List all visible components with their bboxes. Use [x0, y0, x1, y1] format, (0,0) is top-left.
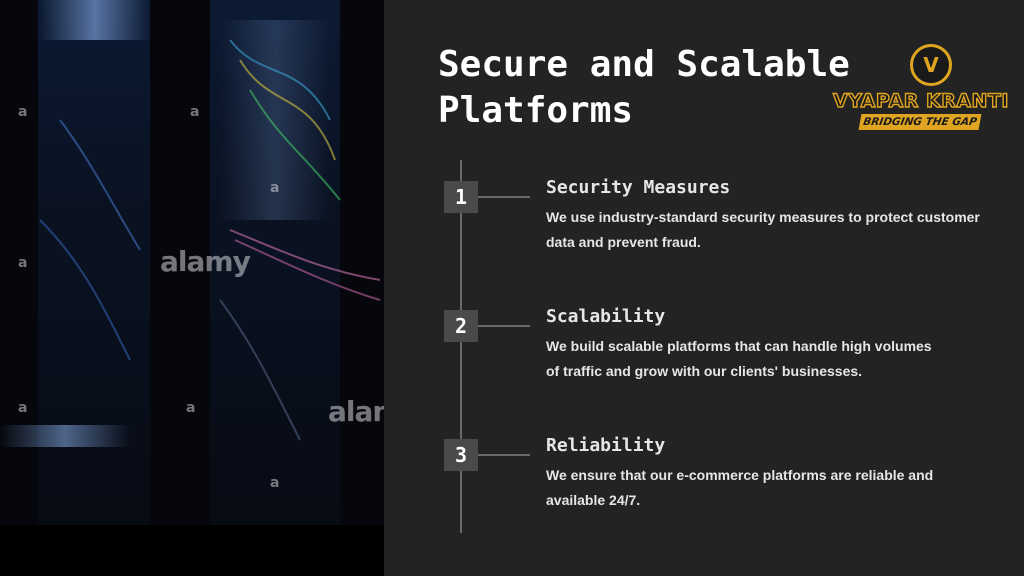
timeline-line	[460, 160, 462, 533]
step-2-connector	[478, 325, 530, 327]
step-2-text: We build scalable platforms that can han…	[546, 338, 932, 379]
step-1-heading: Security Measures	[546, 177, 731, 198]
step-3-number: 3	[444, 439, 478, 471]
rack-frame-center	[150, 0, 210, 525]
step-1-connector	[478, 196, 530, 198]
logo-name: VYAPAR KRANTI	[832, 89, 1009, 112]
logo-emblem: V	[910, 44, 952, 86]
rack-light-top	[40, 0, 150, 40]
company-logo: V VYAPAR KRANTI BRIDGING THE GAP	[812, 32, 1022, 137]
watermark-center: alamy	[160, 245, 251, 278]
cable-lines	[39, 39, 381, 441]
watermark-small-1: a	[18, 104, 28, 120]
watermark-small-5: a	[186, 400, 196, 416]
watermark-small-7: a	[270, 180, 280, 196]
step-2-number: 2	[444, 310, 478, 342]
rack-frame-right	[340, 0, 384, 525]
step-2-heading: Scalability	[546, 306, 666, 327]
watermark-bottom-right: alamy	[328, 395, 384, 428]
server-rack-photo: alamy alamy a a a a a a a	[0, 0, 384, 525]
step-1-text: We use industry-standard security measur…	[546, 209, 980, 250]
step-1-number: 1	[444, 181, 478, 213]
rack-light-switch	[0, 425, 130, 447]
step-3-text: We ensure that our e-commerce platforms …	[546, 467, 934, 508]
rack-frame-left	[0, 0, 38, 525]
page-title: Secure and Scalable Platforms	[438, 44, 850, 131]
watermark-small-2: a	[190, 104, 200, 120]
watermark-small-6: a	[270, 475, 280, 491]
photo-bottom-bar	[0, 525, 384, 576]
step-3-connector	[478, 454, 530, 456]
logo-tagline: BRIDGING THE GAP	[858, 114, 982, 130]
step-3-heading: Reliability	[546, 435, 666, 456]
watermark-small-3: a	[18, 255, 28, 271]
watermark-small-4: a	[18, 400, 28, 416]
